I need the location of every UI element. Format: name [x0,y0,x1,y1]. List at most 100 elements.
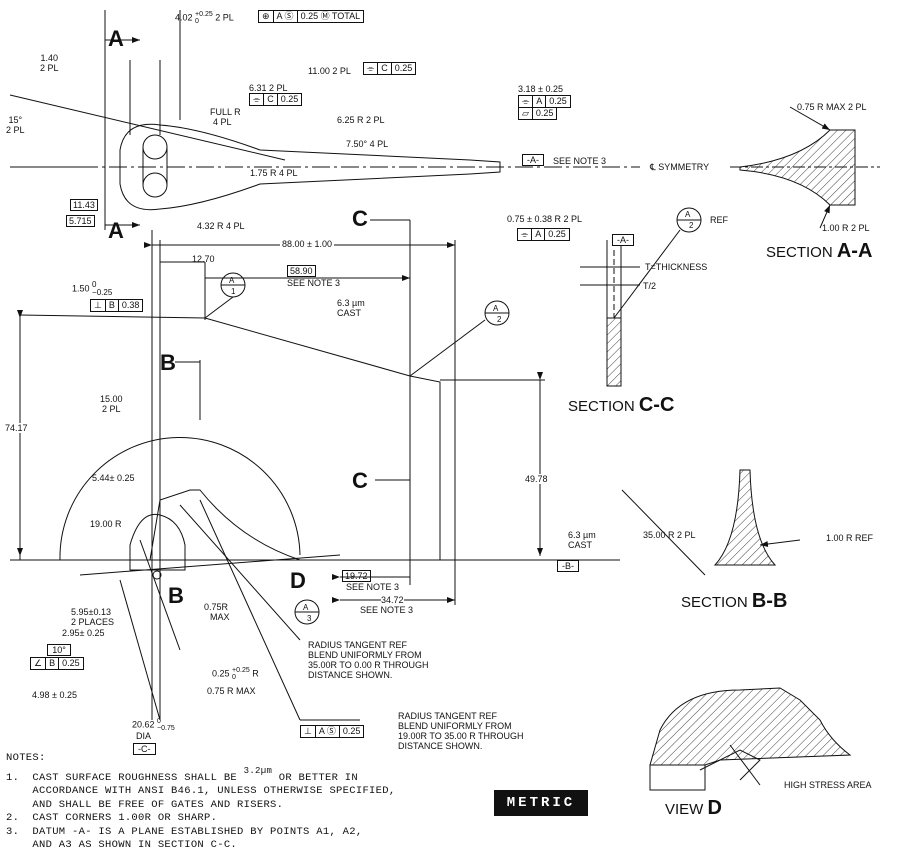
dim-dia: DIA [136,731,152,741]
dim-025-r: R [252,668,259,679]
dim-5890-note: SEE NOTE 3 [287,278,341,288]
fcf-perp: ⊥ A Ⓢ 0.25 [300,725,365,738]
rt1-line4: DISTANCE SHOWN. [308,670,393,680]
callout-a3-num: 3 [307,614,312,623]
cast-roughness-b: 6.3 µm CAST [568,530,596,550]
section-cc-word: SECTION [568,398,635,415]
fcf-631-symbol: ⌯ [250,94,265,105]
radius-tangent-note-2: RADIUS TANGENT REF BLEND UNIFORMLY FROM … [398,711,524,751]
cut-b-top: B [160,350,176,375]
note-3-line-1: 3. DATUM -A- IS A PLANE ESTABLISHED BY P… [6,825,363,838]
dim-025-value: 0.25 [212,668,230,679]
dim-1143: 11.43 [70,199,98,211]
dim-595-pl: 2 PLACES [71,617,115,627]
dim-1900r: 19.00 R [90,519,122,529]
dim-402-value: 4.02 [175,12,193,23]
rt1-line1: RADIUS TANGENT REF [308,640,408,650]
rt2-line4: DISTANCE SHOWN. [398,741,483,751]
rt2-line3: 19.00R TO 35.00 R THROUGH [398,731,524,741]
fcf-631-tol: 0.25 [280,94,299,104]
dim-1972: 19.72 [342,570,371,582]
rt1-line3: 35.00R TO 0.00 R THROUGH [308,660,429,670]
fcf-150-symbol: ⊥ [91,300,106,311]
note-1-line-2: ACCORDANCE WITH ANSI B46.1, UNLESS OTHER… [6,785,396,797]
dim-631: 6.31 2 PL [249,83,288,93]
dim-15deg: 15° 2 PL [6,115,25,135]
dim-595-value: 5.95±0.13 [71,607,111,617]
dim-544: 5.44± 0.25 [92,473,135,483]
section-cc-shape [606,317,622,387]
fcf-position-datum: A Ⓢ [274,11,298,22]
fcf-perp-datum: A Ⓢ [316,726,340,737]
fcf-position-total: ⊕ A Ⓢ 0.25 Ⓜ TOTAL [258,10,365,23]
cc-ref-2: 2 [689,221,694,230]
section-cc-title: SECTION C-C [568,394,674,417]
dim-15deg-pl: 2 PL [6,125,25,135]
rt2-line1: RADIUS TANGENT REF [398,711,498,721]
fcf-318b: ⏥ 0.25 [518,107,558,120]
datum-b: -B- [557,560,579,572]
dim-025: 0.25 +0.25 0 R [212,667,259,681]
section-bb-word: SECTION [681,594,748,611]
metric-badge: METRIC [494,790,588,816]
section-bb-shape [713,469,777,566]
note-1-part-b: OR BETTER IN [272,771,358,784]
fcf-631: ⌯ C 0.25 [249,93,303,106]
cast2-label: CAST [568,540,593,550]
note-1-roughness: 3.2µm [243,765,273,776]
fcf-1100-tol: 0.25 [394,63,413,73]
dim-318: 3.18 ± 0.25 [518,84,563,94]
aa-r2: 1.00 R 2 PL [822,223,870,233]
fcf-318b-symbol: ⏥ [519,108,533,119]
dim-750: 7.50° 4 PL [346,139,389,149]
dim-1500-value: 15.00 [100,394,123,404]
fcf-position-tol: 0.25 Ⓜ TOTAL [300,11,361,21]
cc-ref-a: A [685,210,691,219]
section-cc-letter: C-C [638,394,675,416]
see-note3-a: SEE NOTE 3 [553,156,607,166]
dim-150-lower: −0.25 [92,288,113,297]
fcf-10: ∠ B 0.25 [30,657,84,670]
bb-r1: 35.00 R 2 PL [643,530,696,540]
dim-1500-pl: 2 PL [102,404,121,414]
section-aa-letter: A-A [836,240,873,262]
fcf-318a-tol: 0.25 [549,96,567,106]
dim-2062-lower: −0.75 [157,725,175,732]
cut-c-top: C [352,206,368,231]
cut-a-bottom: A [108,218,124,243]
fcf-075: ⌯ A 0.25 [517,228,570,241]
dim-1100: 11.00 2 PL [308,66,351,76]
fcf-318a-symbol: ⌯ [519,96,534,107]
aa-r1: 0.75 R MAX 2 PL [797,102,867,112]
cut-a-top: A [108,26,124,51]
bb-r2: 1.00 R REF [826,533,874,543]
dim-432: 4.32 R 4 PL [197,221,245,231]
dim-625: 6.25 R 2 PL [337,115,385,125]
cut-b-bottom: B [168,583,184,608]
rt2-line2: BLEND UNIFORMLY FROM [398,721,512,731]
fcf-perp-symbol: ⊥ [301,726,316,737]
dim-2062: 20.62 0 −0.75 [132,718,175,732]
dim-150-upper: 0 [92,280,97,289]
rt1-line2: BLEND UNIFORMLY FROM [308,650,422,660]
fcf-631-datum: C [264,94,278,105]
dim-140-pl: 2 PL [40,63,59,73]
view-d-arrow-letter: D [290,568,306,593]
dim-402-lower: 0 [195,18,199,25]
note-3-line-2: AND A3 AS SHOWN IN SECTION C-C. [6,839,238,851]
view-d-title: VIEW D [665,797,722,820]
dim-2062-value: 20.62 [132,719,155,730]
cast-label: CAST [337,308,362,318]
fcf-1100-symbol: ⌯ [364,63,379,74]
fcf-position-symbol: ⊕ [259,11,274,22]
notes-heading: NOTES: [6,752,46,764]
fcf-075-symbol: ⌯ [518,229,533,240]
view-d-word: VIEW [665,801,704,818]
dim-5890: 58.90 [287,265,316,277]
datum-a-top: -A- [522,154,544,166]
eye-upper [142,134,168,160]
notes-block: NOTES:1. CAST SURFACE ROUGHNESS SHALL BE… [6,752,395,853]
dim-150-value: 1.50 [72,283,90,294]
fcf-318b-tol: 0.25 [535,108,554,118]
